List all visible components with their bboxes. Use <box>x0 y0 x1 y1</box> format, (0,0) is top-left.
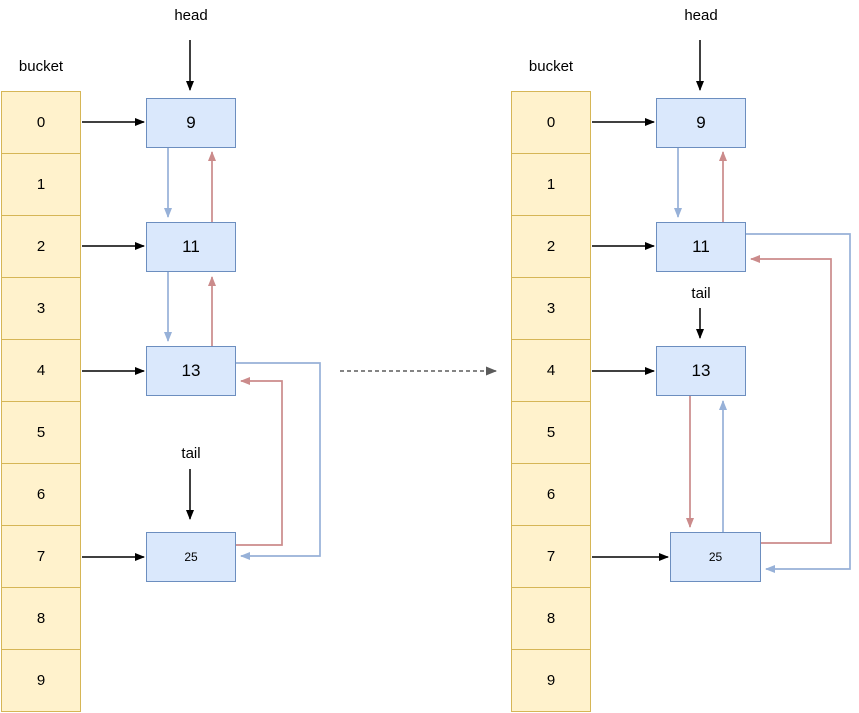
bucket-cell: 8 <box>512 588 590 650</box>
bucket-cell: 5 <box>512 402 590 464</box>
list-node-9-after: 9 <box>656 98 746 148</box>
bucket-cell: 3 <box>512 278 590 340</box>
next-arrow-13-to-25-before <box>236 362 321 560</box>
bucket-cell: 1 <box>2 154 80 216</box>
list-node-25-before: 25 <box>146 532 236 582</box>
next-arrow-11-to-25-after <box>746 233 851 573</box>
bucket-array-before: 0 1 2 3 4 5 6 7 8 9 <box>1 91 81 712</box>
bucket-cell: 6 <box>512 464 590 526</box>
bucket-cell: 6 <box>2 464 80 526</box>
bucket-cell: 2 <box>2 216 80 278</box>
prev-arrow-25-to-13-before <box>236 377 283 546</box>
tail-label-before: tail <box>181 445 201 462</box>
bucket-cell: 3 <box>2 278 80 340</box>
bucket-cell: 1 <box>512 154 590 216</box>
bucket-cell: 7 <box>512 526 590 588</box>
bucket-label-after: bucket <box>528 58 574 75</box>
bucket-cell: 5 <box>2 402 80 464</box>
bucket-cell: 4 <box>512 340 590 402</box>
bucket-cell: 0 <box>2 92 80 154</box>
prev-arrow-25-to-11-after <box>750 255 832 544</box>
list-node-9-before: 9 <box>146 98 236 148</box>
list-node-13-after: 13 <box>656 346 746 396</box>
bucket-cell: 9 <box>36 672 46 689</box>
bucket-cell: 8 <box>2 588 80 650</box>
bucket-cell: 4 <box>2 340 80 402</box>
tail-label-after: tail <box>691 285 711 302</box>
bucket-array-after: 0 1 2 3 4 5 6 7 8 9 <box>511 91 591 712</box>
head-label-before: head <box>174 7 208 24</box>
list-node-25-after: 25 <box>670 532 761 582</box>
list-node-13-before: 13 <box>146 346 236 396</box>
bucket-cell: 7 <box>2 526 80 588</box>
bucket-cell: 2 <box>512 216 590 278</box>
list-node-11-after: 11 <box>656 222 746 272</box>
head-label-after: head <box>684 7 718 24</box>
bucket-label-before: bucket <box>18 58 64 75</box>
list-node-11-before: 11 <box>146 222 236 272</box>
bucket-cell: 9 <box>546 672 556 689</box>
bucket-cell: 0 <box>512 92 590 154</box>
